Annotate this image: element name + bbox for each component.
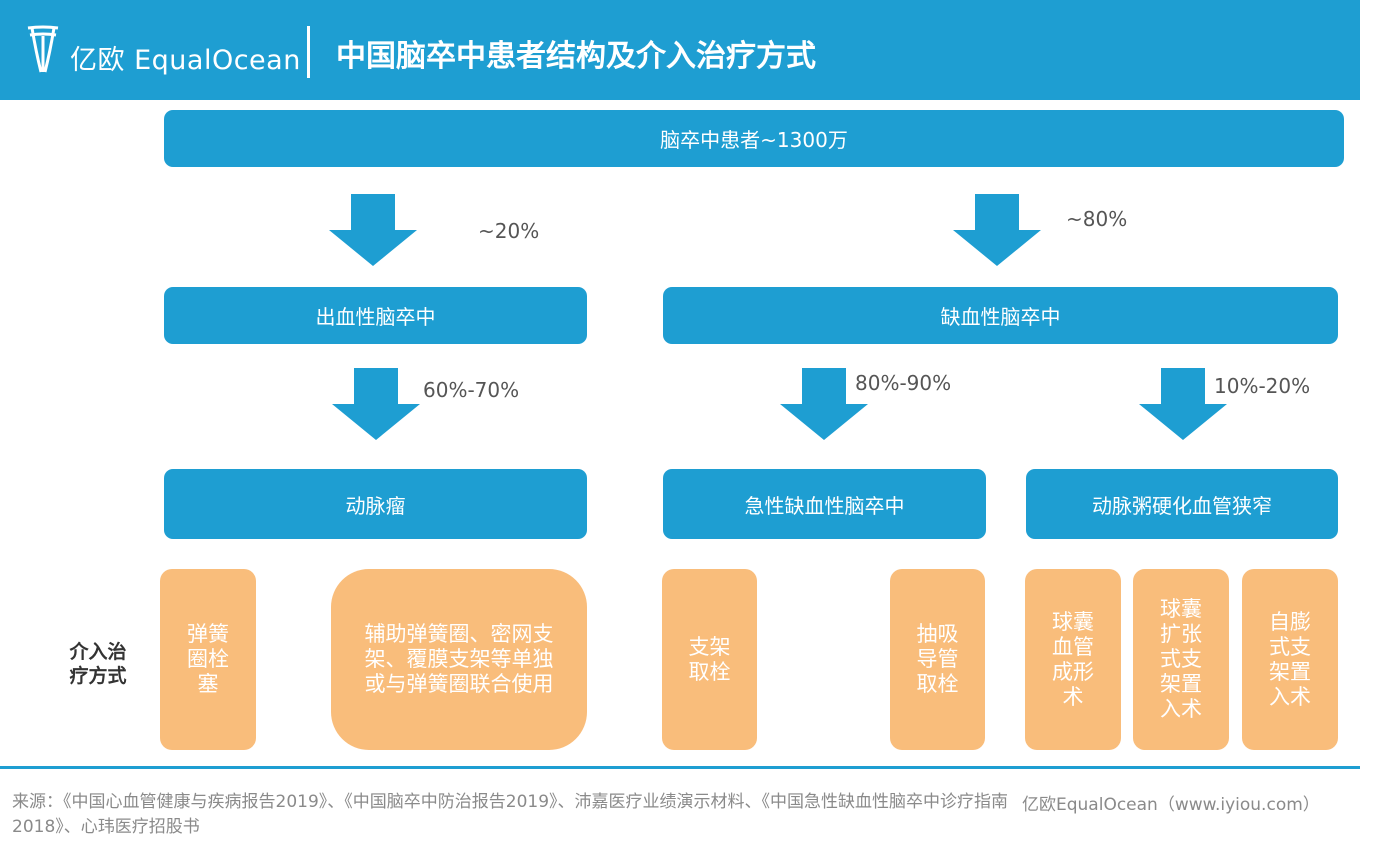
method-line: 入术 (1269, 684, 1311, 709)
aneurysm-label: 动脉瘤 (345, 493, 406, 518)
method-line: 自膨 (1269, 609, 1311, 634)
method-line: 圈栓 (187, 647, 229, 671)
method-aspiration-catheter: 抽吸 导管 取栓 (890, 569, 985, 750)
method-line: 架置 (1269, 659, 1311, 684)
aneurysm-box: 动脉瘤 (164, 469, 587, 539)
header-divider (307, 26, 310, 78)
root-box: 脑卒中患者~1300万 (164, 110, 1344, 167)
down-arrow-icon (780, 368, 868, 440)
percent-aneurysm: 60%-70% (423, 378, 520, 402)
ischemic-stroke-box: 缺血性脑卒中 (663, 287, 1338, 344)
percent-hemorrhagic: ~20% (478, 219, 540, 243)
down-arrow-icon (953, 194, 1041, 266)
root-label: 脑卒中患者~1300万 (660, 128, 848, 152)
method-line: 弹簧 (187, 622, 229, 646)
method-line: 导管 (916, 647, 959, 671)
method-coil-embolization: 弹簧 圈栓 塞 (160, 569, 256, 750)
hemorrhagic-stroke-label: 出血性脑卒中 (315, 305, 436, 329)
method-line: 入术 (1160, 697, 1202, 721)
side-label-line: 介入治 (69, 641, 127, 663)
method-line: 成形 (1052, 659, 1094, 684)
percent-ischemic: ~80% (1066, 207, 1128, 231)
source-note: 来源：《中国心血管健康与疾病报告2019》、《中国脑卒中防治报告2019》、沛嘉… (12, 792, 1009, 837)
method-line: 取栓 (916, 672, 959, 696)
method-line: 支架 (688, 634, 731, 659)
footer-divider (0, 766, 1360, 769)
acute-ischemic-label: 急性缺血性脑卒中 (744, 493, 905, 518)
method-line: 架置 (1160, 672, 1202, 696)
method-line: 或与弹簧圈联合使用 (364, 672, 554, 696)
method-assisted-stents: 辅助弹簧圈、密网支 架、覆膜支架等单独 或与弹簧圈联合使用 (331, 569, 587, 750)
hemorrhagic-stroke-box: 出血性脑卒中 (164, 287, 587, 344)
method-line: 式支 (1160, 647, 1202, 671)
down-arrow-icon (332, 368, 420, 440)
down-arrow-icon (1139, 368, 1227, 440)
stenosis-label: 动脉粥硬化血管狭窄 (1092, 493, 1272, 518)
method-stent-retrieval: 支架 取栓 (662, 569, 757, 750)
method-line: 血管 (1052, 634, 1094, 659)
intervention-side-label: 介入治 疗方式 (58, 640, 138, 688)
ischemic-stroke-label: 缺血性脑卒中 (940, 305, 1061, 329)
method-line: 抽吸 (916, 622, 959, 646)
percent-stenosis: 10%-20% (1214, 374, 1311, 398)
down-arrow-icon (329, 194, 417, 266)
page-title: 中国脑卒中患者结构及介入治疗方式 (336, 39, 816, 74)
method-self-expanding-stent: 自膨 式支 架置 入术 (1242, 569, 1338, 750)
method-line: 球囊 (1052, 609, 1094, 634)
method-line: 式支 (1269, 634, 1311, 659)
method-line: 架、覆膜支架等单独 (364, 647, 554, 671)
method-line: 球囊 (1160, 597, 1202, 621)
percent-acute: 80%-90% (855, 371, 952, 395)
method-line: 辅助弹簧圈、密网支 (364, 622, 554, 646)
equalocean-logo-icon (27, 25, 59, 73)
stenosis-box: 动脉粥硬化血管狭窄 (1026, 469, 1338, 539)
credit-note: 亿欧EqualOcean（www.iyiou.com） (1022, 795, 1320, 815)
method-line: 术 (1062, 684, 1084, 709)
acute-ischemic-box: 急性缺血性脑卒中 (663, 469, 986, 539)
method-line: 扩张 (1160, 622, 1202, 646)
logo-text: 亿欧 EqualOcean (70, 45, 301, 76)
method-line: 塞 (197, 672, 219, 696)
side-label-line: 疗方式 (69, 665, 127, 687)
header-bar: 亿欧 EqualOcean 中国脑卒中患者结构及介入治疗方式 (0, 0, 1360, 100)
method-line: 取栓 (688, 659, 731, 684)
method-balloon-expandable-stent: 球囊 扩张 式支 架置 入术 (1133, 569, 1229, 750)
method-balloon-angioplasty: 球囊 血管 成形 术 (1025, 569, 1121, 750)
